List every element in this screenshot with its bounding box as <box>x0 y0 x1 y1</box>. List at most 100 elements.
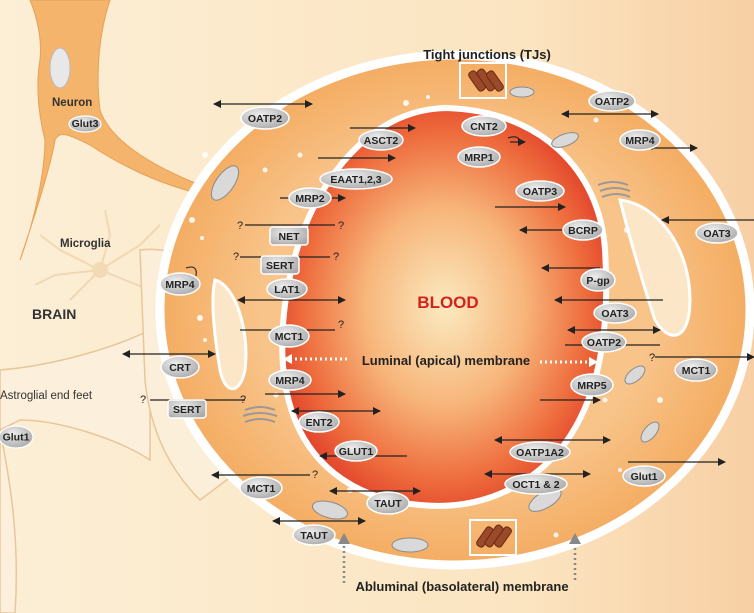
transporter-sert: SERT <box>167 399 207 419</box>
question-mark: ? <box>338 319 344 331</box>
transporter-pill <box>167 399 207 419</box>
transporter-pill <box>593 302 637 324</box>
transporter-pill <box>288 187 332 209</box>
transporter-oatp2: OATP2 <box>588 90 636 112</box>
tight-junctions-label: Tight junctions (TJs) <box>423 47 551 62</box>
transporter-cnt2: CNT2 <box>461 115 507 137</box>
transporter-taut: TAUT <box>292 524 336 546</box>
transporter-pill <box>334 440 378 462</box>
transporter-taut: TAUT <box>366 491 410 515</box>
transporter-pill <box>358 129 404 151</box>
transporter-pill <box>268 369 312 391</box>
transporter-crt: CRT <box>160 355 200 379</box>
transporter-mrp4: MRP4 <box>159 272 201 296</box>
abluminal-arrow-left-head <box>338 533 350 544</box>
question-mark: ? <box>338 220 344 232</box>
transporter-name: MRP2 <box>295 193 324 205</box>
transporter-bcrp: BCRP <box>562 219 604 241</box>
transporter-name: OATP2 <box>587 337 621 349</box>
transporter-name: BCRP <box>568 225 598 237</box>
microglia-label: Microglia <box>60 238 111 250</box>
transporter-mrp4: MRP4 <box>619 129 661 151</box>
transporter-mct1: MCT1 <box>268 324 310 348</box>
transporter-pill <box>268 324 310 348</box>
transporter-pill <box>366 491 410 515</box>
transporter-pill <box>509 441 571 463</box>
transporter-name: MRP4 <box>275 375 304 387</box>
transporter-pill <box>580 268 616 292</box>
transporter-labels: OATP2ASCT2CNT2MRP1OATP2MRP4EAAT1,2,3MRP2… <box>0 90 739 546</box>
transporter-name: Glut3 <box>72 118 99 130</box>
transporter-pill <box>695 222 739 244</box>
golgi <box>242 181 631 423</box>
abluminal-membrane-label: Abluminal (basolateral) membrane <box>355 579 568 594</box>
transporter-mrp1: MRP1 <box>457 146 501 168</box>
transporter-pill <box>504 473 568 495</box>
transporter-name: TAUT <box>300 530 328 542</box>
abluminal-arrow-right-head <box>569 533 581 544</box>
transporter-name: SERT <box>173 404 202 416</box>
neuron-label: Neuron <box>52 97 92 109</box>
tight-junction-top-icon <box>468 68 504 92</box>
transporter-mct1: MCT1 <box>239 476 283 500</box>
luminal-arrow-left-head <box>283 354 292 364</box>
transporter-pill <box>622 465 666 487</box>
transporter-pill <box>160 355 200 379</box>
transporter-glut1: Glut1 <box>622 465 666 487</box>
transporter-name: P-gp <box>586 275 609 287</box>
transporter-pill <box>457 146 501 168</box>
transporter-name: MRP1 <box>464 152 493 164</box>
transporter-oatp2: OATP2 <box>240 106 290 130</box>
tight-junction-bottom <box>469 519 517 556</box>
transporter-pill <box>240 106 290 130</box>
transporter-name: MCT1 <box>247 483 276 495</box>
luminal-membrane-label: Luminal (apical) membrane <box>362 353 530 368</box>
transport-arrows <box>122 100 754 525</box>
luminal-membrane-arrows <box>290 357 590 364</box>
transporter-name: CRT <box>169 362 191 374</box>
transporter-pill <box>588 90 636 112</box>
pericyte-left-inner <box>211 278 248 391</box>
transporter-pill <box>68 115 102 133</box>
transporter-oatp1a2: OATP1A2 <box>509 441 571 463</box>
transporter-mrp2: MRP2 <box>288 187 332 209</box>
neuron-nucleus <box>49 47 71 89</box>
transporter-name: OAT3 <box>703 228 730 240</box>
transporter-pill <box>298 411 340 433</box>
microglia-shape <box>34 209 171 301</box>
transporter-pill <box>0 425 34 449</box>
transporter-oct1-2: OCT1 & 2 <box>504 473 568 495</box>
question-mark: ? <box>233 251 239 263</box>
question-mark: ? <box>140 394 146 406</box>
blood-label: BLOOD <box>417 293 478 312</box>
tight-junction-bottom-icon <box>476 524 512 548</box>
transporter-name: MRP5 <box>577 380 606 392</box>
transporter-glut1: GLUT1 <box>334 440 378 462</box>
transporter-lat1: LAT1 <box>266 278 308 300</box>
transporter-pill <box>619 129 661 151</box>
transporter-mrp5: MRP5 <box>570 373 614 397</box>
transporter-pill <box>319 168 393 190</box>
transporter-name: MRP4 <box>625 135 654 147</box>
transporter-name: OAT3 <box>601 308 628 320</box>
transporter-net: NET <box>269 226 309 246</box>
transporter-pill <box>239 476 283 500</box>
transporter-name: SERT <box>266 260 295 272</box>
transporter-name: TAUT <box>374 498 402 510</box>
transporter-pill <box>570 373 614 397</box>
transporter-name: CNT2 <box>470 121 498 133</box>
transporter-name: OATP1A2 <box>516 447 564 459</box>
transporter-glut1-side: Glut1 <box>0 425 34 449</box>
question-mark: ? <box>312 469 318 481</box>
question-mark: ? <box>240 394 246 406</box>
transporter-name: MCT1 <box>275 331 304 343</box>
transporter-name: ASCT2 <box>364 135 399 147</box>
transporter-pill <box>292 524 336 546</box>
question-mark: ? <box>237 220 243 232</box>
transporter-pill <box>159 272 201 296</box>
transporter-name: Glut1 <box>631 471 658 483</box>
transporter-mct1: MCT1 <box>674 358 718 382</box>
transporter-name: OATP3 <box>523 186 557 198</box>
transporter-pill <box>562 219 604 241</box>
